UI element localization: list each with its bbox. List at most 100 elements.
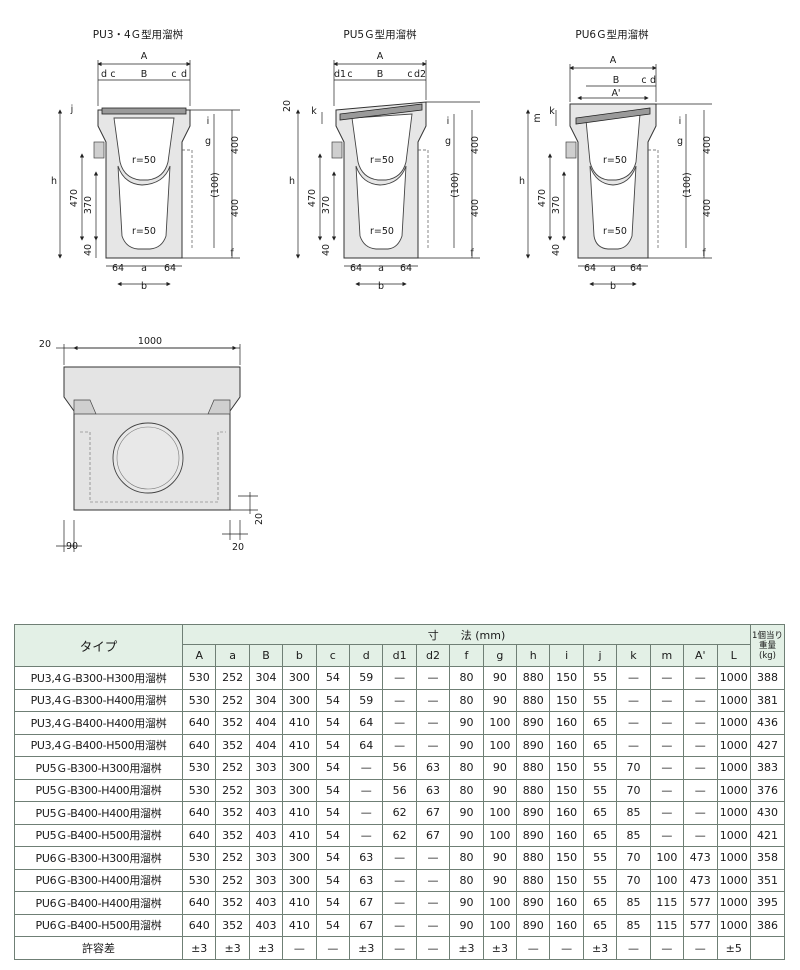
value-cell: 252: [215, 666, 250, 690]
tolerance-row: 許容差±3±3±3——±3——±3±3——±3———±5: [14, 936, 785, 960]
type-cell: PU5Ｇ-B300-H400用溜桝: [14, 778, 183, 802]
value-cell: 70: [616, 756, 651, 780]
value-cell: 54: [315, 823, 351, 847]
dim-470: 470: [537, 189, 548, 207]
value-cell: 59: [349, 666, 384, 690]
weight-cell: 388: [750, 666, 785, 690]
value-cell: 410: [282, 913, 317, 937]
dim-i: i: [679, 116, 682, 127]
value-cell: 890: [516, 733, 551, 757]
dim-d: d: [181, 69, 187, 80]
tolerance-cell: —: [415, 936, 451, 960]
value-cell: 640: [181, 823, 217, 847]
dim-64: 64: [112, 263, 124, 274]
value-cell: 473: [683, 868, 718, 892]
dim-d: d: [101, 69, 107, 80]
value-cell: 150: [549, 756, 584, 780]
dim-20: 20: [254, 513, 265, 525]
value-cell: 55: [582, 846, 618, 870]
basin-sump: [355, 165, 407, 250]
dim-g: g: [205, 136, 211, 147]
value-cell: 100: [482, 891, 518, 915]
dim-j: j: [70, 104, 74, 115]
value-cell: —: [382, 733, 417, 757]
value-cell: 577: [683, 913, 718, 937]
dim-d2: d2: [414, 69, 426, 80]
dim-g: g: [445, 136, 451, 147]
column-header: m: [649, 644, 685, 667]
value-cell: 403: [248, 801, 284, 825]
dim-400: 400: [702, 199, 713, 217]
value-cell: —: [349, 756, 384, 780]
pipe-socket: [331, 141, 343, 159]
type-cell: PU3,4Ｇ-B300-H400用溜桝: [14, 688, 183, 712]
value-cell: 90: [482, 666, 518, 690]
value-cell: 880: [516, 846, 551, 870]
value-cell: 304: [248, 666, 284, 690]
value-cell: 300: [282, 756, 317, 780]
value-cell: —: [649, 733, 685, 757]
value-cell: 252: [215, 868, 250, 892]
value-cell: 70: [616, 778, 651, 802]
tolerance-cell: —: [649, 936, 685, 960]
value-cell: —: [349, 823, 384, 847]
value-cell: 63: [349, 846, 384, 870]
value-cell: 56: [382, 756, 417, 780]
value-cell: —: [683, 688, 718, 712]
column-header: a: [215, 644, 250, 667]
value-cell: 300: [282, 868, 317, 892]
value-cell: 80: [449, 846, 484, 870]
value-cell: 150: [549, 688, 584, 712]
value-cell: —: [415, 891, 451, 915]
value-cell: 100: [482, 711, 518, 735]
dims-header: 寸 法 (mm): [182, 624, 751, 645]
column-header: c: [315, 644, 351, 667]
value-cell: —: [382, 688, 417, 712]
column-header: i: [549, 644, 584, 667]
tolerance-cell: —: [683, 936, 718, 960]
tolerance-cell: —: [382, 936, 417, 960]
value-cell: 640: [181, 801, 217, 825]
value-cell: 880: [516, 778, 551, 802]
dim-k: k: [549, 106, 555, 117]
value-cell: 55: [582, 778, 618, 802]
value-cell: 64: [349, 733, 384, 757]
dim-100: (100): [450, 172, 461, 198]
tolerance-cell: ±3: [248, 936, 284, 960]
value-cell: —: [382, 846, 417, 870]
tolerance-cell: —: [549, 936, 584, 960]
value-cell: 1000: [716, 891, 751, 915]
value-cell: 65: [582, 913, 618, 937]
dim-a: a: [141, 263, 147, 274]
value-cell: 530: [181, 688, 217, 712]
tolerance-cell: —: [282, 936, 317, 960]
pipe-socket: [565, 141, 577, 159]
grating: [575, 107, 651, 125]
value-cell: 890: [516, 891, 551, 915]
value-cell: 890: [516, 913, 551, 937]
column-header: j: [582, 644, 618, 667]
drawing-title: PU3・4Ｇ型用溜桝: [93, 28, 183, 41]
column-header: b: [282, 644, 317, 667]
radius-label: r=50: [370, 155, 394, 166]
value-cell: —: [382, 891, 417, 915]
value-cell: 67: [349, 891, 384, 915]
value-cell: 160: [549, 801, 584, 825]
value-cell: —: [616, 733, 651, 757]
column-header: d: [349, 644, 384, 667]
value-cell: 1000: [716, 801, 751, 825]
dim-i: i: [207, 116, 210, 127]
outline-dashed: [182, 149, 193, 250]
value-cell: 54: [315, 801, 351, 825]
value-cell: 100: [482, 913, 518, 937]
value-cell: 530: [181, 846, 217, 870]
value-cell: 65: [582, 823, 618, 847]
dim-64: 64: [350, 263, 362, 274]
value-cell: 530: [181, 868, 217, 892]
dim-m: m: [532, 113, 543, 122]
value-cell: 150: [549, 846, 584, 870]
value-cell: 100: [649, 868, 685, 892]
column-header: h: [516, 644, 551, 667]
type-cell: PU5Ｇ-B400-H500用溜桝: [14, 823, 183, 847]
